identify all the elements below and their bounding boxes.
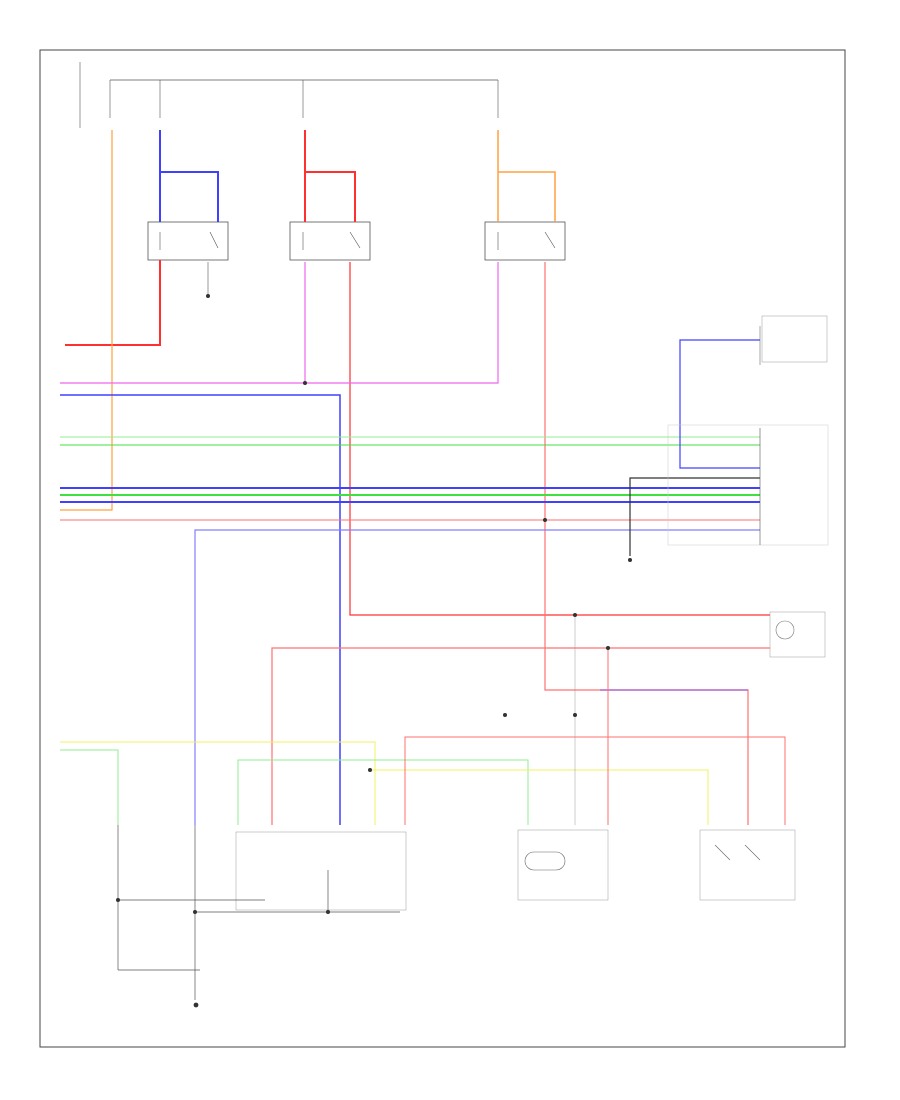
headlamp-icon xyxy=(517,829,609,901)
relay-icon xyxy=(147,221,229,261)
diagram-frame xyxy=(39,49,846,1048)
left-headlamp xyxy=(517,829,609,901)
power-bus xyxy=(79,62,499,128)
relay-icon xyxy=(289,221,371,261)
relay-2 xyxy=(289,221,371,261)
relay-1 xyxy=(147,221,229,261)
lower-wires xyxy=(60,615,786,825)
relay-3 xyxy=(484,221,566,261)
splice-points xyxy=(116,381,610,914)
ground-symbol-icon xyxy=(206,294,210,298)
headlamp-icon xyxy=(699,829,796,901)
relay-wires xyxy=(60,130,770,825)
switch-icon xyxy=(235,831,407,911)
connector-right-upper xyxy=(759,315,828,365)
combination-meter xyxy=(769,611,826,658)
harness-wires xyxy=(60,339,770,825)
combination-switch xyxy=(117,825,407,1000)
ground-symbol-icon xyxy=(193,1002,199,1008)
relay-icon xyxy=(484,221,566,261)
right-headlamp xyxy=(699,829,796,901)
connector-right-lower xyxy=(667,424,829,546)
ground-symbol-icon xyxy=(628,558,632,562)
